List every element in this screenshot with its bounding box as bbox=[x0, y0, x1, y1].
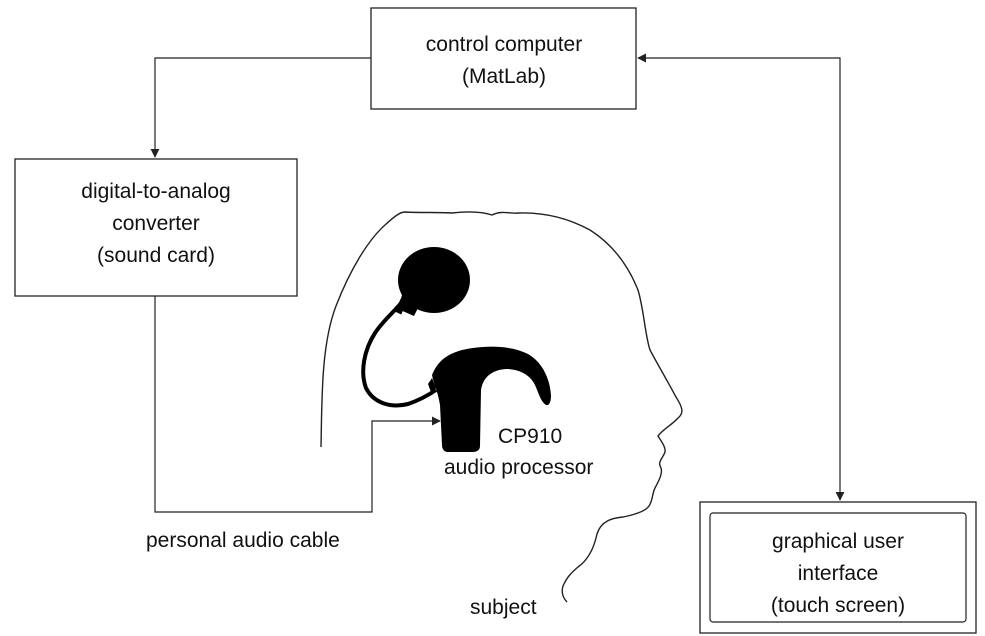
dac-label-line3: (sound card) bbox=[97, 244, 215, 267]
gui-label-line2: interface bbox=[798, 562, 879, 585]
dac-box bbox=[14, 158, 298, 297]
dac-label-line1: digital-to-analog bbox=[81, 180, 230, 203]
subject-head-outline bbox=[320, 211, 683, 603]
personal-audio-cable-line bbox=[154, 296, 441, 513]
arrow-computer-gui bbox=[637, 53, 845, 501]
control-computer-sublabel: (MatLab) bbox=[462, 65, 546, 88]
gui-label-line3: (touch screen) bbox=[771, 594, 905, 617]
control-computer-box bbox=[370, 7, 637, 110]
gui-screen bbox=[709, 512, 967, 623]
gui-label-line1: graphical user bbox=[772, 530, 904, 553]
arrow-computer-to-dac bbox=[150, 57, 371, 158]
subject-label: subject bbox=[470, 596, 537, 619]
coil-icon bbox=[361, 247, 470, 408]
processor-label-line2: audio processor bbox=[444, 456, 593, 479]
control-computer-label: control computer bbox=[426, 33, 582, 56]
control-computer-node: control computer (MatLab) bbox=[370, 7, 637, 110]
processor-icon bbox=[428, 346, 551, 452]
processor-label-line1: CP910 bbox=[498, 425, 562, 448]
gui-node: graphical user interface (touch screen) bbox=[699, 501, 977, 634]
dac-label-line2: converter bbox=[112, 212, 200, 235]
cable-label: personal audio cable bbox=[146, 529, 340, 552]
dac-node: digital-to-analog converter (sound card) bbox=[14, 158, 298, 297]
